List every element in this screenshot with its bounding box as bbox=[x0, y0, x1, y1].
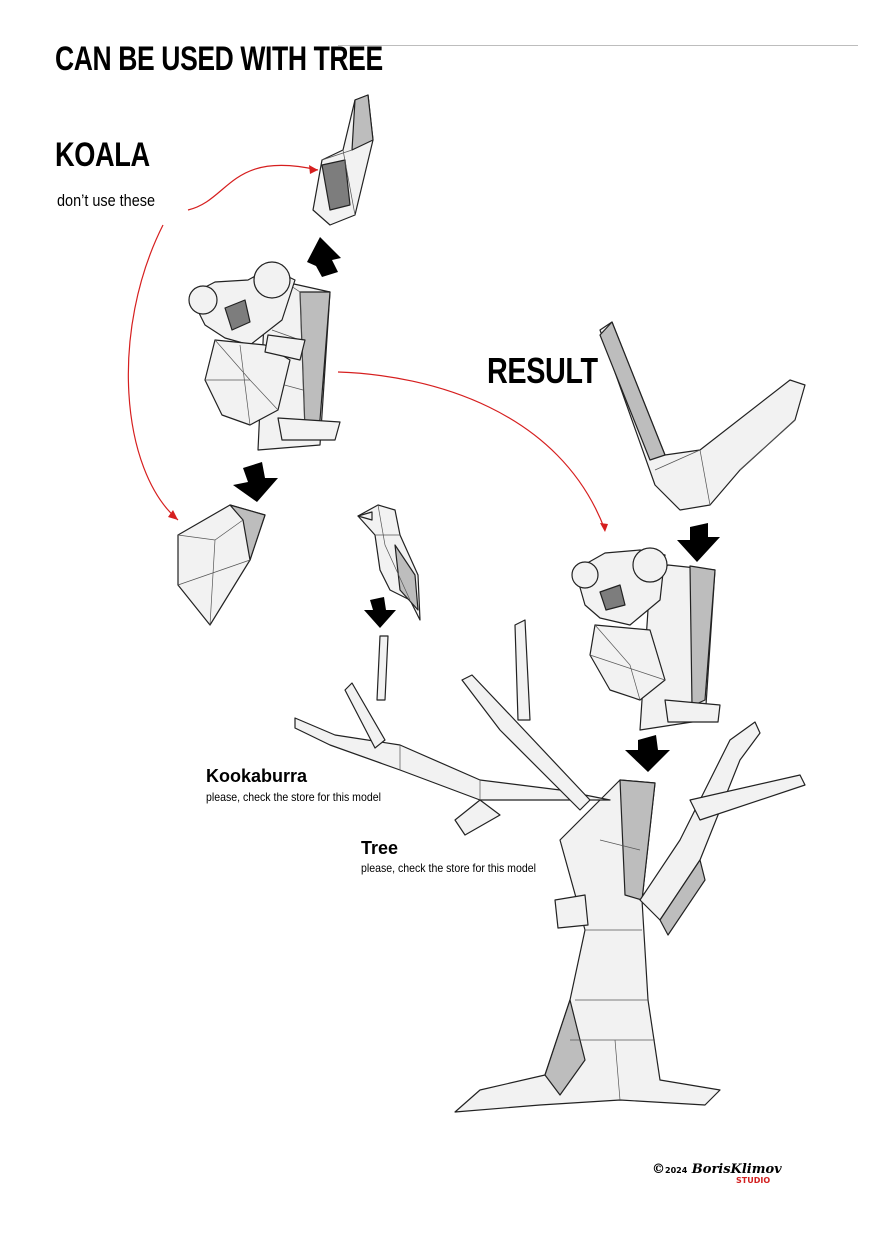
koala-model bbox=[188, 261, 341, 451]
kookaburra-caption-note: please, check the store for this model bbox=[206, 790, 381, 804]
arrow-down-icon bbox=[364, 597, 396, 628]
arrow-up-icon bbox=[307, 237, 341, 277]
koala-base-piece bbox=[177, 504, 266, 626]
kookaburra-caption-title: Kookaburra bbox=[206, 766, 308, 786]
kookaburra-model bbox=[357, 504, 421, 621]
arrow-down-icon bbox=[677, 523, 720, 562]
tree-caption-note: please, check the store for this model bbox=[361, 861, 536, 875]
header-rule bbox=[338, 45, 858, 46]
koala-branch-top-piece bbox=[312, 94, 374, 226]
author-signature: BorisKlimov bbox=[691, 1162, 782, 1177]
red-curved-pointer-icon bbox=[127, 164, 608, 532]
brand-stamp: STUDIO bbox=[736, 1176, 771, 1185]
arrow-down-icon bbox=[233, 462, 278, 502]
copyright-logo: ©2024 BorisKlimov STUDIO bbox=[652, 1162, 782, 1185]
copyright-symbol: © bbox=[652, 1162, 665, 1177]
page-title: CAN BE USED WITH TREE bbox=[55, 40, 383, 78]
copyright-year: 2024 bbox=[665, 1166, 688, 1175]
tree-caption-title: Tree bbox=[361, 838, 399, 858]
arrow-down-icon bbox=[625, 735, 670, 772]
koala-note: don’t use these bbox=[57, 191, 156, 210]
result-koala-model bbox=[571, 321, 806, 731]
result-heading: RESULT bbox=[487, 350, 598, 391]
koala-heading: KOALA bbox=[55, 136, 150, 174]
tree-model bbox=[294, 619, 806, 1113]
